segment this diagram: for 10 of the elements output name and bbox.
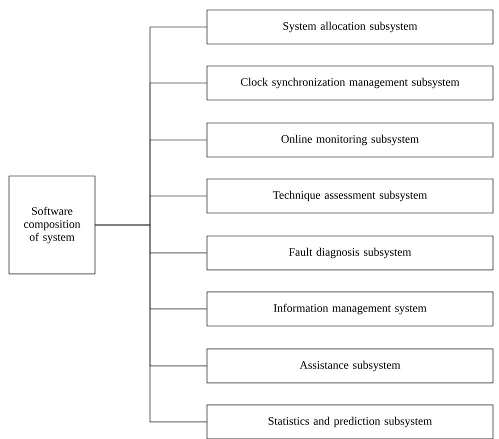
subsystem-box: Assistance subsystem <box>206 348 494 384</box>
subsystem-box: Statistics and prediction subsystem <box>206 404 494 439</box>
subsystem-box: Fault diagnosis subsystem <box>206 236 494 270</box>
subsystem-box: Information management system <box>206 292 494 326</box>
subsystem-box: Online monitoring subsystem <box>206 122 494 158</box>
subsystem-box: System allocation subsystem <box>206 10 494 44</box>
subsystem-box: Clock synchronization management subsystem <box>206 66 494 100</box>
software-box: Software composition of system <box>8 176 96 274</box>
connector-line <box>95 224 207 422</box>
subsystem-box: Technique assessment subsystem <box>206 178 494 214</box>
